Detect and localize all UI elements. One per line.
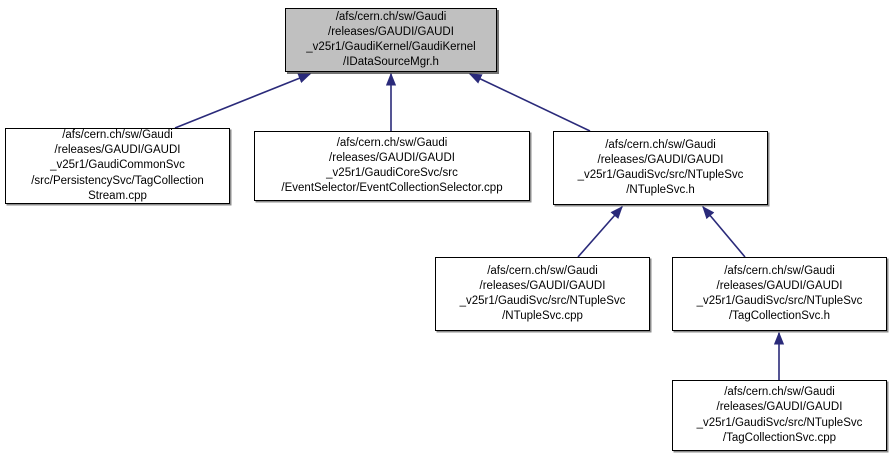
edge-layer — [174, 72, 785, 380]
node-label: /afs/cern.ch/sw/Gaudi /releases/GAUDI/GA… — [696, 264, 863, 323]
node-label: /afs/cern.ch/sw/Gaudi /releases/GAUDI/GA… — [306, 10, 476, 69]
edge-ntuplesvc_h-to-idatasourcemgr — [468, 73, 591, 132]
node-ntuplesvc-cpp[interactable]: /afs/cern.ch/sw/Gaudi /releases/GAUDI/GA… — [435, 257, 650, 331]
node-eventcollectionselector-cpp[interactable]: /afs/cern.ch/sw/Gaudi /releases/GAUDI/GA… — [254, 131, 530, 201]
node-idatasourcemgr-h[interactable]: /afs/cern.ch/sw/Gaudi /releases/GAUDI/GA… — [285, 8, 497, 72]
node-label: /afs/cern.ch/sw/Gaudi /releases/GAUDI/GA… — [281, 136, 503, 195]
node-label: /afs/cern.ch/sw/Gaudi /releases/GAUDI/GA… — [696, 386, 863, 444]
node-tagcollectionsvc-h[interactable]: /afs/cern.ch/sw/Gaudi /releases/GAUDI/GA… — [672, 257, 887, 331]
node-tagcollectionstream-cpp[interactable]: /afs/cern.ch/sw/Gaudi /releases/GAUDI/GA… — [5, 128, 230, 204]
edge-ntuplesvc_cpp-to-ntuplesvc_h — [577, 206, 623, 258]
node-label: /afs/cern.ch/sw/Gaudi /releases/GAUDI/GA… — [577, 138, 744, 197]
edge-tagcollectionstream-to-idatasourcemgr — [174, 73, 312, 129]
node-ntuplesvc-h[interactable]: /afs/cern.ch/sw/Gaudi /releases/GAUDI/GA… — [553, 131, 768, 205]
node-label: /afs/cern.ch/sw/Gaudi /releases/GAUDI/GA… — [459, 264, 626, 323]
edge-tagcollectionsvc_h-to-ntuplesvc_h — [702, 206, 746, 258]
node-label: /afs/cern.ch/sw/Gaudi /releases/GAUDI/GA… — [31, 129, 204, 202]
node-tagcollectionsvc-cpp[interactable]: /afs/cern.ch/sw/Gaudi /releases/GAUDI/GA… — [672, 380, 887, 451]
